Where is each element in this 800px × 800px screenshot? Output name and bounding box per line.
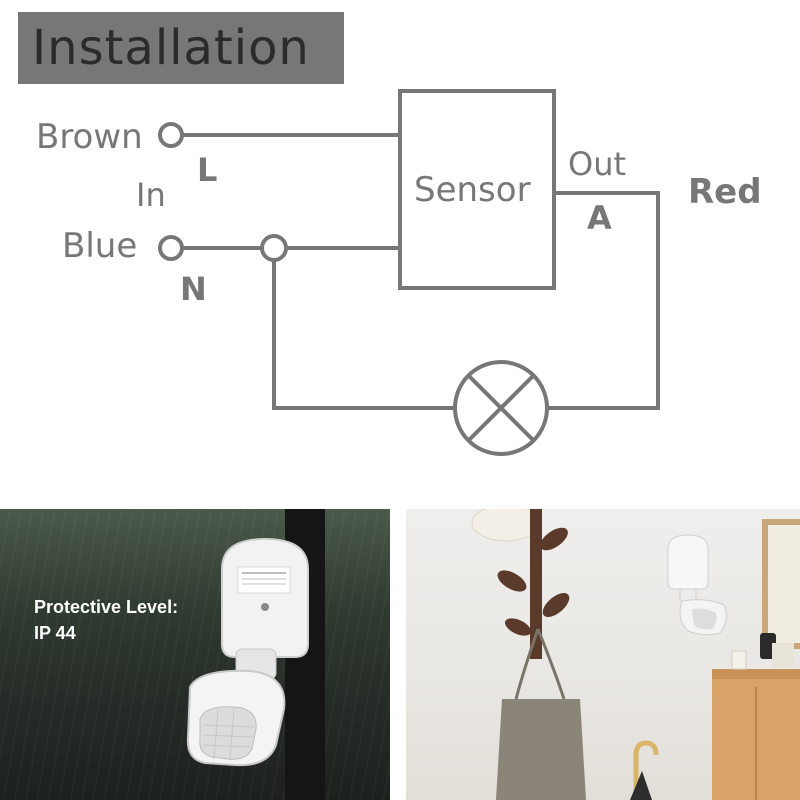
title-banner: Installation bbox=[18, 12, 344, 84]
wire-neutral-to-lamp bbox=[272, 260, 456, 410]
label-brown: Brown bbox=[36, 117, 143, 157]
photo-interior-wall bbox=[406, 509, 800, 800]
label-n: N bbox=[180, 270, 207, 308]
caption-protective-level: Protective Level: bbox=[34, 597, 179, 617]
label-out: Out bbox=[568, 145, 627, 183]
label-a: A bbox=[587, 199, 612, 237]
interior-scene-image bbox=[471, 509, 800, 800]
wire-output-to-lamp bbox=[546, 191, 660, 410]
motion-sensor-image bbox=[186, 537, 309, 767]
label-blue: Blue bbox=[62, 226, 138, 266]
page-title: Installation bbox=[32, 20, 310, 76]
photo-rain-sensor: Protective Level: IP 44 bbox=[0, 509, 390, 800]
label-red: Red bbox=[688, 172, 762, 212]
wiring-diagram bbox=[158, 89, 660, 456]
lamp-icon bbox=[453, 360, 549, 456]
label-in: In bbox=[136, 176, 166, 214]
sensor-label: Sensor bbox=[414, 170, 531, 210]
label-l: L bbox=[197, 151, 218, 189]
terminal-brown bbox=[158, 122, 184, 148]
terminal-blue bbox=[158, 235, 184, 261]
sensor-box bbox=[398, 89, 556, 290]
terminal-junction bbox=[260, 234, 288, 262]
caption-ip-rating: IP 44 bbox=[34, 623, 76, 643]
